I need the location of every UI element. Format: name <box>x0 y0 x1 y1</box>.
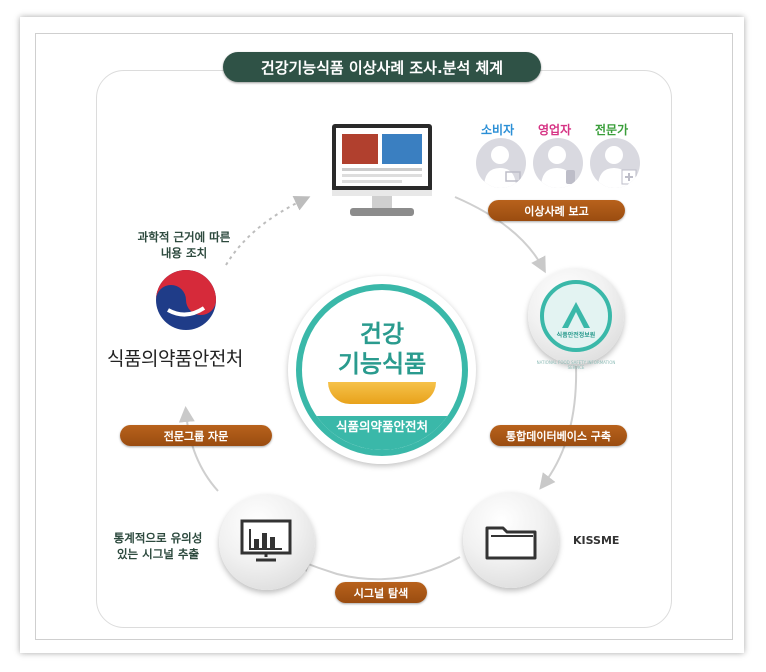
kissme-label: KISSME <box>573 534 620 547</box>
arrow-monitor-to-badge <box>454 196 546 274</box>
bar-chart-monitor-icon <box>240 519 292 563</box>
role-business-label: 영업자 <box>538 123 572 137</box>
stats-text-line1: 통계적으로 유의성 <box>113 531 203 545</box>
agency-name: 식품의약품안전처 <box>107 348 243 370</box>
monitor-icon <box>332 124 432 222</box>
center-band-label: 식품의약품안전처 <box>302 416 462 450</box>
arrow-chart-to-agency <box>178 406 219 492</box>
action-text-line1: 과학적 근거에 따른 <box>137 230 231 244</box>
taegeuk-logo-icon <box>154 268 218 332</box>
role-expert-label: 전문가 <box>595 123 629 137</box>
badge-name-text: 식품안전정보원 <box>556 332 596 339</box>
center-title-line2: 기능식품 <box>337 350 427 378</box>
stats-text-line2: 있는 시그널 추출 <box>116 547 200 561</box>
action-text: 과학적 근거에 따른 내용 조치 <box>120 229 248 261</box>
action-text-line2: 내용 조치 <box>160 246 208 260</box>
step-consult-label: 전문그룹 자문 <box>120 425 272 446</box>
badge-ring-text: NATIONAL FOOD SAFETY INFORMATION SERVICE <box>536 360 616 370</box>
step-report-label: 이상사례 보고 <box>488 200 625 221</box>
role-consumer-label: 소비자 <box>481 123 515 137</box>
consumer-icon <box>476 138 526 188</box>
center-emblem: 건강 기능식품 식품의약품안전처 <box>288 276 476 464</box>
center-inner-circle: 건강 기능식품 식품의약품안전처 <box>296 284 468 456</box>
arrow-agency-to-monitor <box>225 196 311 266</box>
center-arc <box>328 382 436 404</box>
step-signal-label: 시그널 탐색 <box>335 582 427 603</box>
business-icon <box>533 138 583 188</box>
stats-text: 통계적으로 유의성 있는 시그널 추출 <box>106 530 210 562</box>
step-database-label: 통합데이터베이스 구축 <box>490 425 627 446</box>
center-title-line1: 건강 <box>359 320 405 348</box>
expert-icon <box>590 138 640 188</box>
food-safety-badge-icon: 식품안전정보원 <box>540 280 612 352</box>
folder-icon <box>485 522 537 560</box>
diagram-title: 건강기능식품 이상사례 조사.분석 체계 <box>223 52 541 82</box>
arrow-folder-to-chart <box>294 556 461 581</box>
